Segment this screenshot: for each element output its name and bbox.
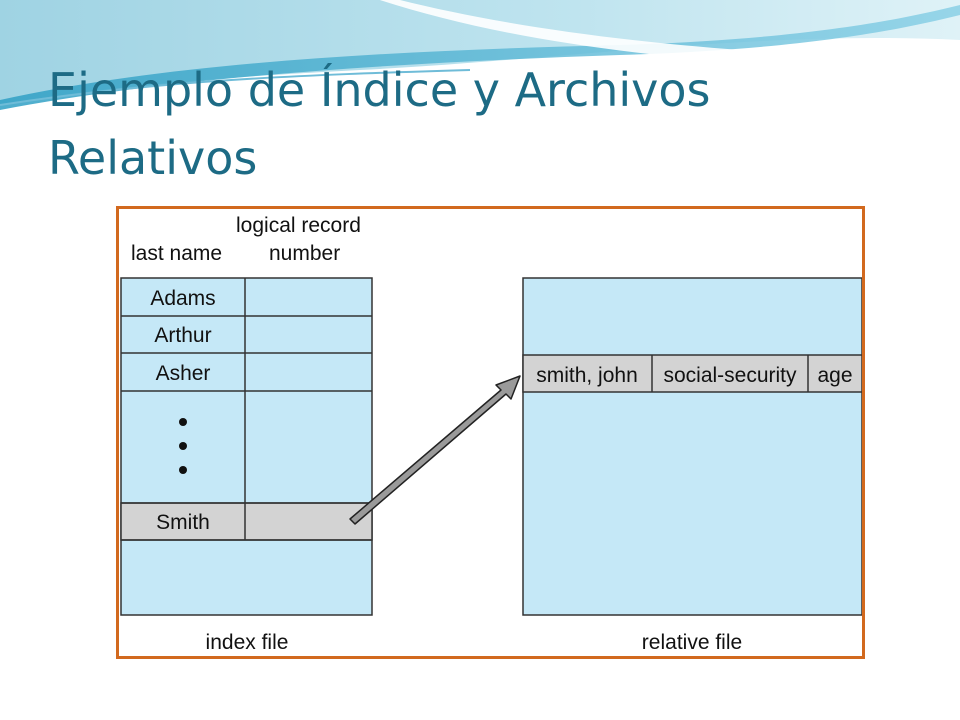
index-file-table (120, 277, 373, 616)
header-logical-record-line1: logical record (236, 214, 361, 237)
record-field-name: smith, john (536, 364, 638, 387)
index-row-name: Smith (156, 511, 210, 534)
ellipsis-dot (179, 466, 187, 474)
index-row-name: Adams (150, 287, 215, 310)
decorative-swoosh-background (0, 0, 960, 110)
relative-file-table (522, 277, 862, 616)
header-last-name: last name (131, 242, 222, 265)
relative-file-caption: relative file (642, 631, 742, 654)
index-relative-file-diagram: logical record number last name Adams Ar… (120, 214, 862, 654)
index-row-name: Asher (156, 362, 211, 385)
ellipsis-dot (179, 442, 187, 450)
slide-title-line2: Relativos (48, 131, 258, 185)
index-file-caption: index file (206, 631, 289, 654)
index-file-body (120, 277, 373, 616)
relative-file-body (522, 277, 862, 616)
index-row-name: Arthur (154, 324, 211, 347)
pointer-arrow (349, 375, 521, 525)
ellipsis-dot (179, 418, 187, 426)
header-logical-record-line2: number (269, 242, 340, 265)
slide-title-line1: Ejemplo de Índice y Archivos (48, 63, 711, 117)
slide-title: Ejemplo de Índice y Archivos Relativos (48, 56, 908, 192)
record-field-ssn: social-security (663, 364, 797, 387)
diagram-frame: logical record number last name Adams Ar… (116, 206, 865, 659)
record-field-age: age (817, 364, 852, 387)
relative-record-highlight (522, 354, 862, 393)
